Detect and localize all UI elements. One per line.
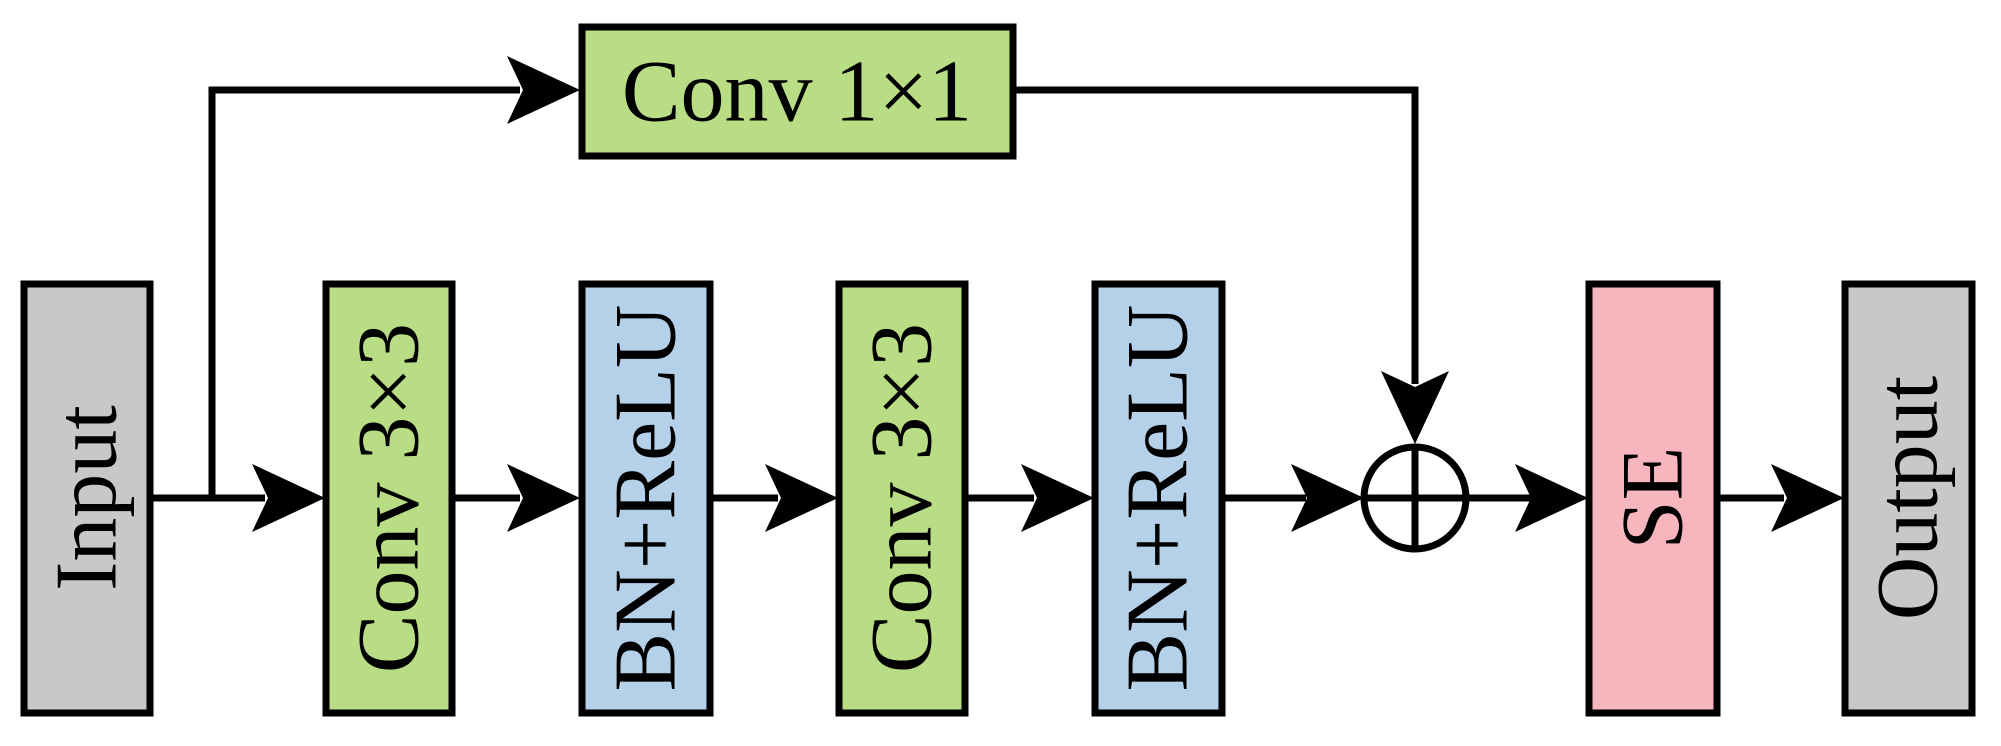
arrowhead-skip-to-sum [1381, 371, 1449, 444]
block-conv3x3-a: Conv 3×3 [322, 280, 456, 717]
arrowhead-to-output [1771, 464, 1844, 532]
block-output: Output [1841, 280, 1976, 717]
bnrelu-a-box [578, 280, 714, 717]
conv3x3-a-box [322, 280, 456, 717]
arrowhead-to-conv3x3-a [252, 464, 325, 532]
conv1x1-label: Conv 1×1 [622, 44, 972, 141]
bnrelu-b-box [1091, 280, 1226, 717]
sum-node [1360, 443, 1470, 553]
conv3x3-b-label: Conv 3×3 [854, 323, 951, 673]
arrowhead-to-conv3x3-b [765, 464, 838, 532]
conv3x3-a-label: Conv 3×3 [341, 323, 438, 673]
wire-skip-branch-up [208, 86, 520, 498]
arrowhead-to-conv1x1 [507, 56, 580, 124]
wire-skip-branch-down [1013, 86, 1419, 384]
block-input: Input [20, 280, 154, 717]
arrowhead-to-se [1515, 464, 1588, 532]
conv3x3-b-box [835, 280, 969, 717]
conv1x1-box [578, 23, 1017, 160]
output-label: Output [1860, 376, 1957, 620]
arrowheads [252, 56, 1844, 532]
bnrelu-b-label: BN+ReLU [1110, 305, 1207, 692]
input-box [20, 280, 154, 717]
arrowhead-to-sum [1291, 464, 1364, 532]
arrowhead-to-bnrelu-b [1021, 464, 1094, 532]
connections [150, 86, 1784, 502]
block-bnrelu-a: BN+ReLU [578, 280, 714, 717]
block-conv1x1: Conv 1×1 [578, 23, 1017, 160]
output-box [1841, 280, 1976, 717]
bnrelu-a-label: BN+ReLU [598, 305, 695, 692]
se-label: SE [1605, 447, 1702, 550]
block-conv3x3-b: Conv 3×3 [835, 280, 969, 717]
block-se: SE [1585, 280, 1721, 717]
se-box [1585, 280, 1721, 717]
block-bnrelu-b: BN+ReLU [1091, 280, 1226, 717]
input-label: Input [39, 405, 136, 591]
arrowhead-to-bnrelu-a [507, 464, 580, 532]
